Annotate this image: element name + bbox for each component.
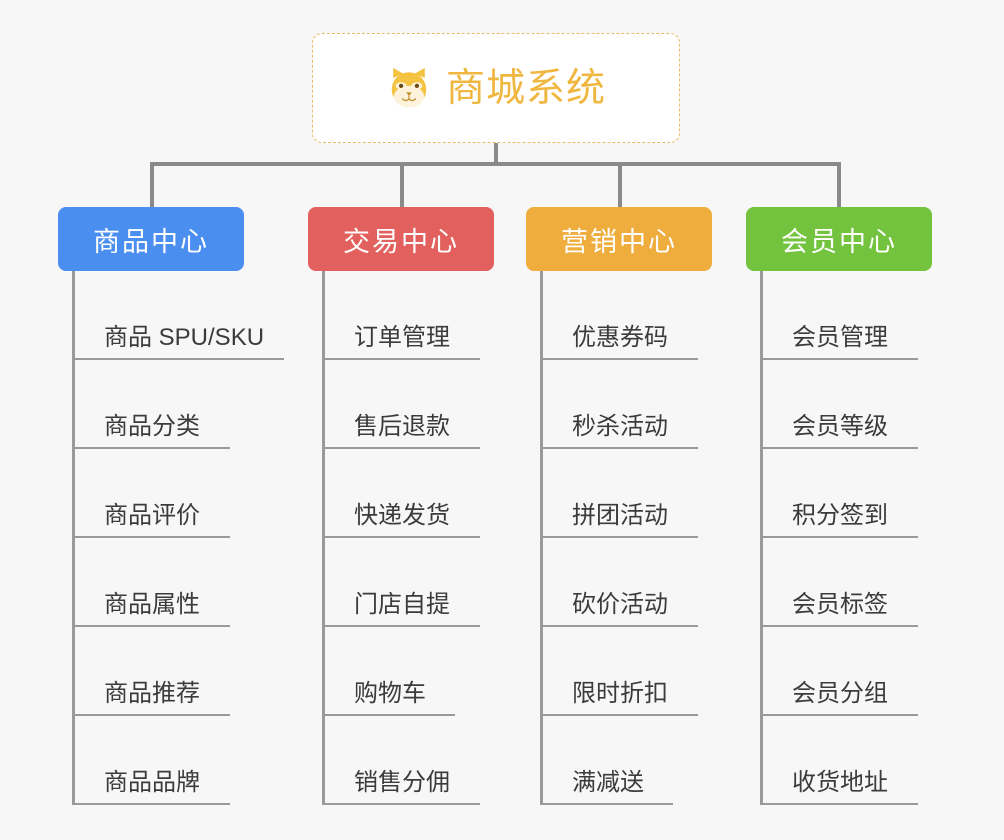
branch-item-label: 销售分佣	[354, 769, 450, 796]
branch-header[interactable]: 会员中心	[746, 207, 932, 271]
branch-item-label: 商品品牌	[104, 769, 200, 796]
branch-item[interactable]: 购物车	[308, 627, 494, 716]
branch-item[interactable]: 拼团活动	[526, 449, 712, 538]
branch-item-label: 收货地址	[792, 769, 888, 796]
dog-face-icon	[386, 65, 432, 111]
branch-item-label: 商品推荐	[104, 680, 200, 707]
branch-item-underline	[322, 625, 480, 627]
branch-item-underline	[540, 714, 698, 716]
branch-item[interactable]: 订单管理	[308, 271, 494, 360]
branch-item[interactable]: 商品品牌	[58, 716, 288, 805]
branch-item-underline	[72, 536, 230, 538]
branch-item[interactable]: 商品分类	[58, 360, 288, 449]
connector-drop-4	[837, 162, 841, 207]
branch-trunk-line	[540, 271, 543, 805]
branch-item-underline	[322, 536, 480, 538]
branch-item-label: 商品 SPU/SKU	[104, 324, 265, 351]
branch-item-label: 会员标签	[792, 591, 888, 618]
connector-horizontal-bus	[150, 162, 840, 166]
branch-item[interactable]: 收货地址	[746, 716, 932, 805]
branch-header[interactable]: 营销中心	[526, 207, 712, 271]
branch-header[interactable]: 商品中心	[58, 207, 244, 271]
branch-item[interactable]: 商品评价	[58, 449, 288, 538]
branch-item-underline	[760, 358, 918, 360]
root-node[interactable]: 商城系统	[312, 33, 680, 143]
branch-column-product: 商品中心商品 SPU/SKU 商品分类商品评价商品属性商品推荐商品品牌	[58, 207, 288, 805]
branch-item-underline	[540, 536, 698, 538]
branch-item-list: 商品 SPU/SKU 商品分类商品评价商品属性商品推荐商品品牌	[58, 271, 288, 805]
root-title: 商城系统	[445, 66, 606, 110]
branch-item-underline	[540, 358, 698, 360]
branch-item-label: 会员等级	[792, 413, 888, 440]
branch-item[interactable]: 积分签到	[746, 449, 932, 538]
branch-item-label: 门店自提	[354, 591, 450, 618]
branch-item[interactable]: 会员分组	[746, 627, 932, 716]
branch-trunk-line	[760, 271, 763, 805]
connector-root-stem	[494, 143, 498, 164]
connector-drop-2	[400, 162, 404, 207]
branch-item-label: 拼团活动	[572, 502, 668, 529]
branch-item[interactable]: 秒杀活动	[526, 360, 712, 449]
branch-item-underline	[322, 714, 455, 716]
branch-item[interactable]: 满减送	[526, 716, 712, 805]
branch-column-marketing: 营销中心优惠券码秒杀活动拼团活动砍价活动限时折扣满减送	[526, 207, 712, 805]
branch-item-underline	[322, 358, 480, 360]
branch-item[interactable]: 商品属性	[58, 538, 288, 627]
branch-item[interactable]: 商品 SPU/SKU	[58, 271, 288, 360]
branch-item-label: 积分签到	[792, 502, 888, 529]
branch-item[interactable]: 会员等级	[746, 360, 932, 449]
branch-item[interactable]: 限时折扣	[526, 627, 712, 716]
connector-drop-1	[150, 162, 154, 207]
branch-item-label: 商品分类	[104, 413, 200, 440]
branch-item[interactable]: 会员标签	[746, 538, 932, 627]
branch-item-label: 优惠券码	[572, 324, 668, 351]
branch-item-underline	[322, 447, 480, 449]
branch-column-member: 会员中心会员管理会员等级积分签到会员标签会员分组收货地址	[746, 207, 932, 805]
branch-item-underline	[760, 536, 918, 538]
branch-item-label: 售后退款	[354, 413, 450, 440]
branch-item-label: 秒杀活动	[572, 413, 668, 440]
branch-item[interactable]: 快递发货	[308, 449, 494, 538]
branch-item[interactable]: 商品推荐	[58, 627, 288, 716]
branch-item[interactable]: 售后退款	[308, 360, 494, 449]
branch-item-underline	[72, 803, 230, 805]
branch-item-label: 商品属性	[104, 591, 200, 618]
branch-item-label: 限时折扣	[572, 680, 668, 707]
branch-item-list: 优惠券码秒杀活动拼团活动砍价活动限时折扣满减送	[526, 271, 712, 805]
branch-item-underline	[760, 625, 918, 627]
branch-item-label: 砍价活动	[572, 591, 668, 618]
branch-item-underline	[540, 625, 698, 627]
branch-trunk-line	[72, 271, 75, 805]
branch-item[interactable]: 砍价活动	[526, 538, 712, 627]
branch-item-underline	[540, 803, 673, 805]
branch-item-underline	[72, 358, 284, 360]
branch-item[interactable]: 会员管理	[746, 271, 932, 360]
branch-item-underline	[72, 447, 230, 449]
branch-item-underline	[322, 803, 480, 805]
branch-header[interactable]: 交易中心	[308, 207, 494, 271]
branch-item-label: 满减送	[572, 769, 644, 796]
branch-item[interactable]: 销售分佣	[308, 716, 494, 805]
branch-item-list: 订单管理售后退款快递发货门店自提购物车销售分佣	[308, 271, 494, 805]
connector-drop-3	[618, 162, 622, 207]
branch-item[interactable]: 优惠券码	[526, 271, 712, 360]
branch-item-underline	[760, 803, 918, 805]
branch-item-label: 会员分组	[792, 680, 888, 707]
branch-item-underline	[760, 714, 918, 716]
branch-item-label: 会员管理	[792, 324, 888, 351]
branch-item-label: 快递发货	[354, 502, 450, 529]
branch-item-label: 购物车	[354, 680, 426, 707]
branch-item[interactable]: 门店自提	[308, 538, 494, 627]
branch-column-trade: 交易中心订单管理售后退款快递发货门店自提购物车销售分佣	[308, 207, 494, 805]
branch-item-underline	[72, 714, 230, 716]
branch-item-underline	[540, 447, 698, 449]
branch-item-underline	[760, 447, 918, 449]
branch-item-underline	[72, 625, 230, 627]
branch-trunk-line	[322, 271, 325, 805]
branch-item-list: 会员管理会员等级积分签到会员标签会员分组收货地址	[746, 271, 932, 805]
branch-item-label: 商品评价	[104, 502, 200, 529]
branch-item-label: 订单管理	[354, 324, 450, 351]
